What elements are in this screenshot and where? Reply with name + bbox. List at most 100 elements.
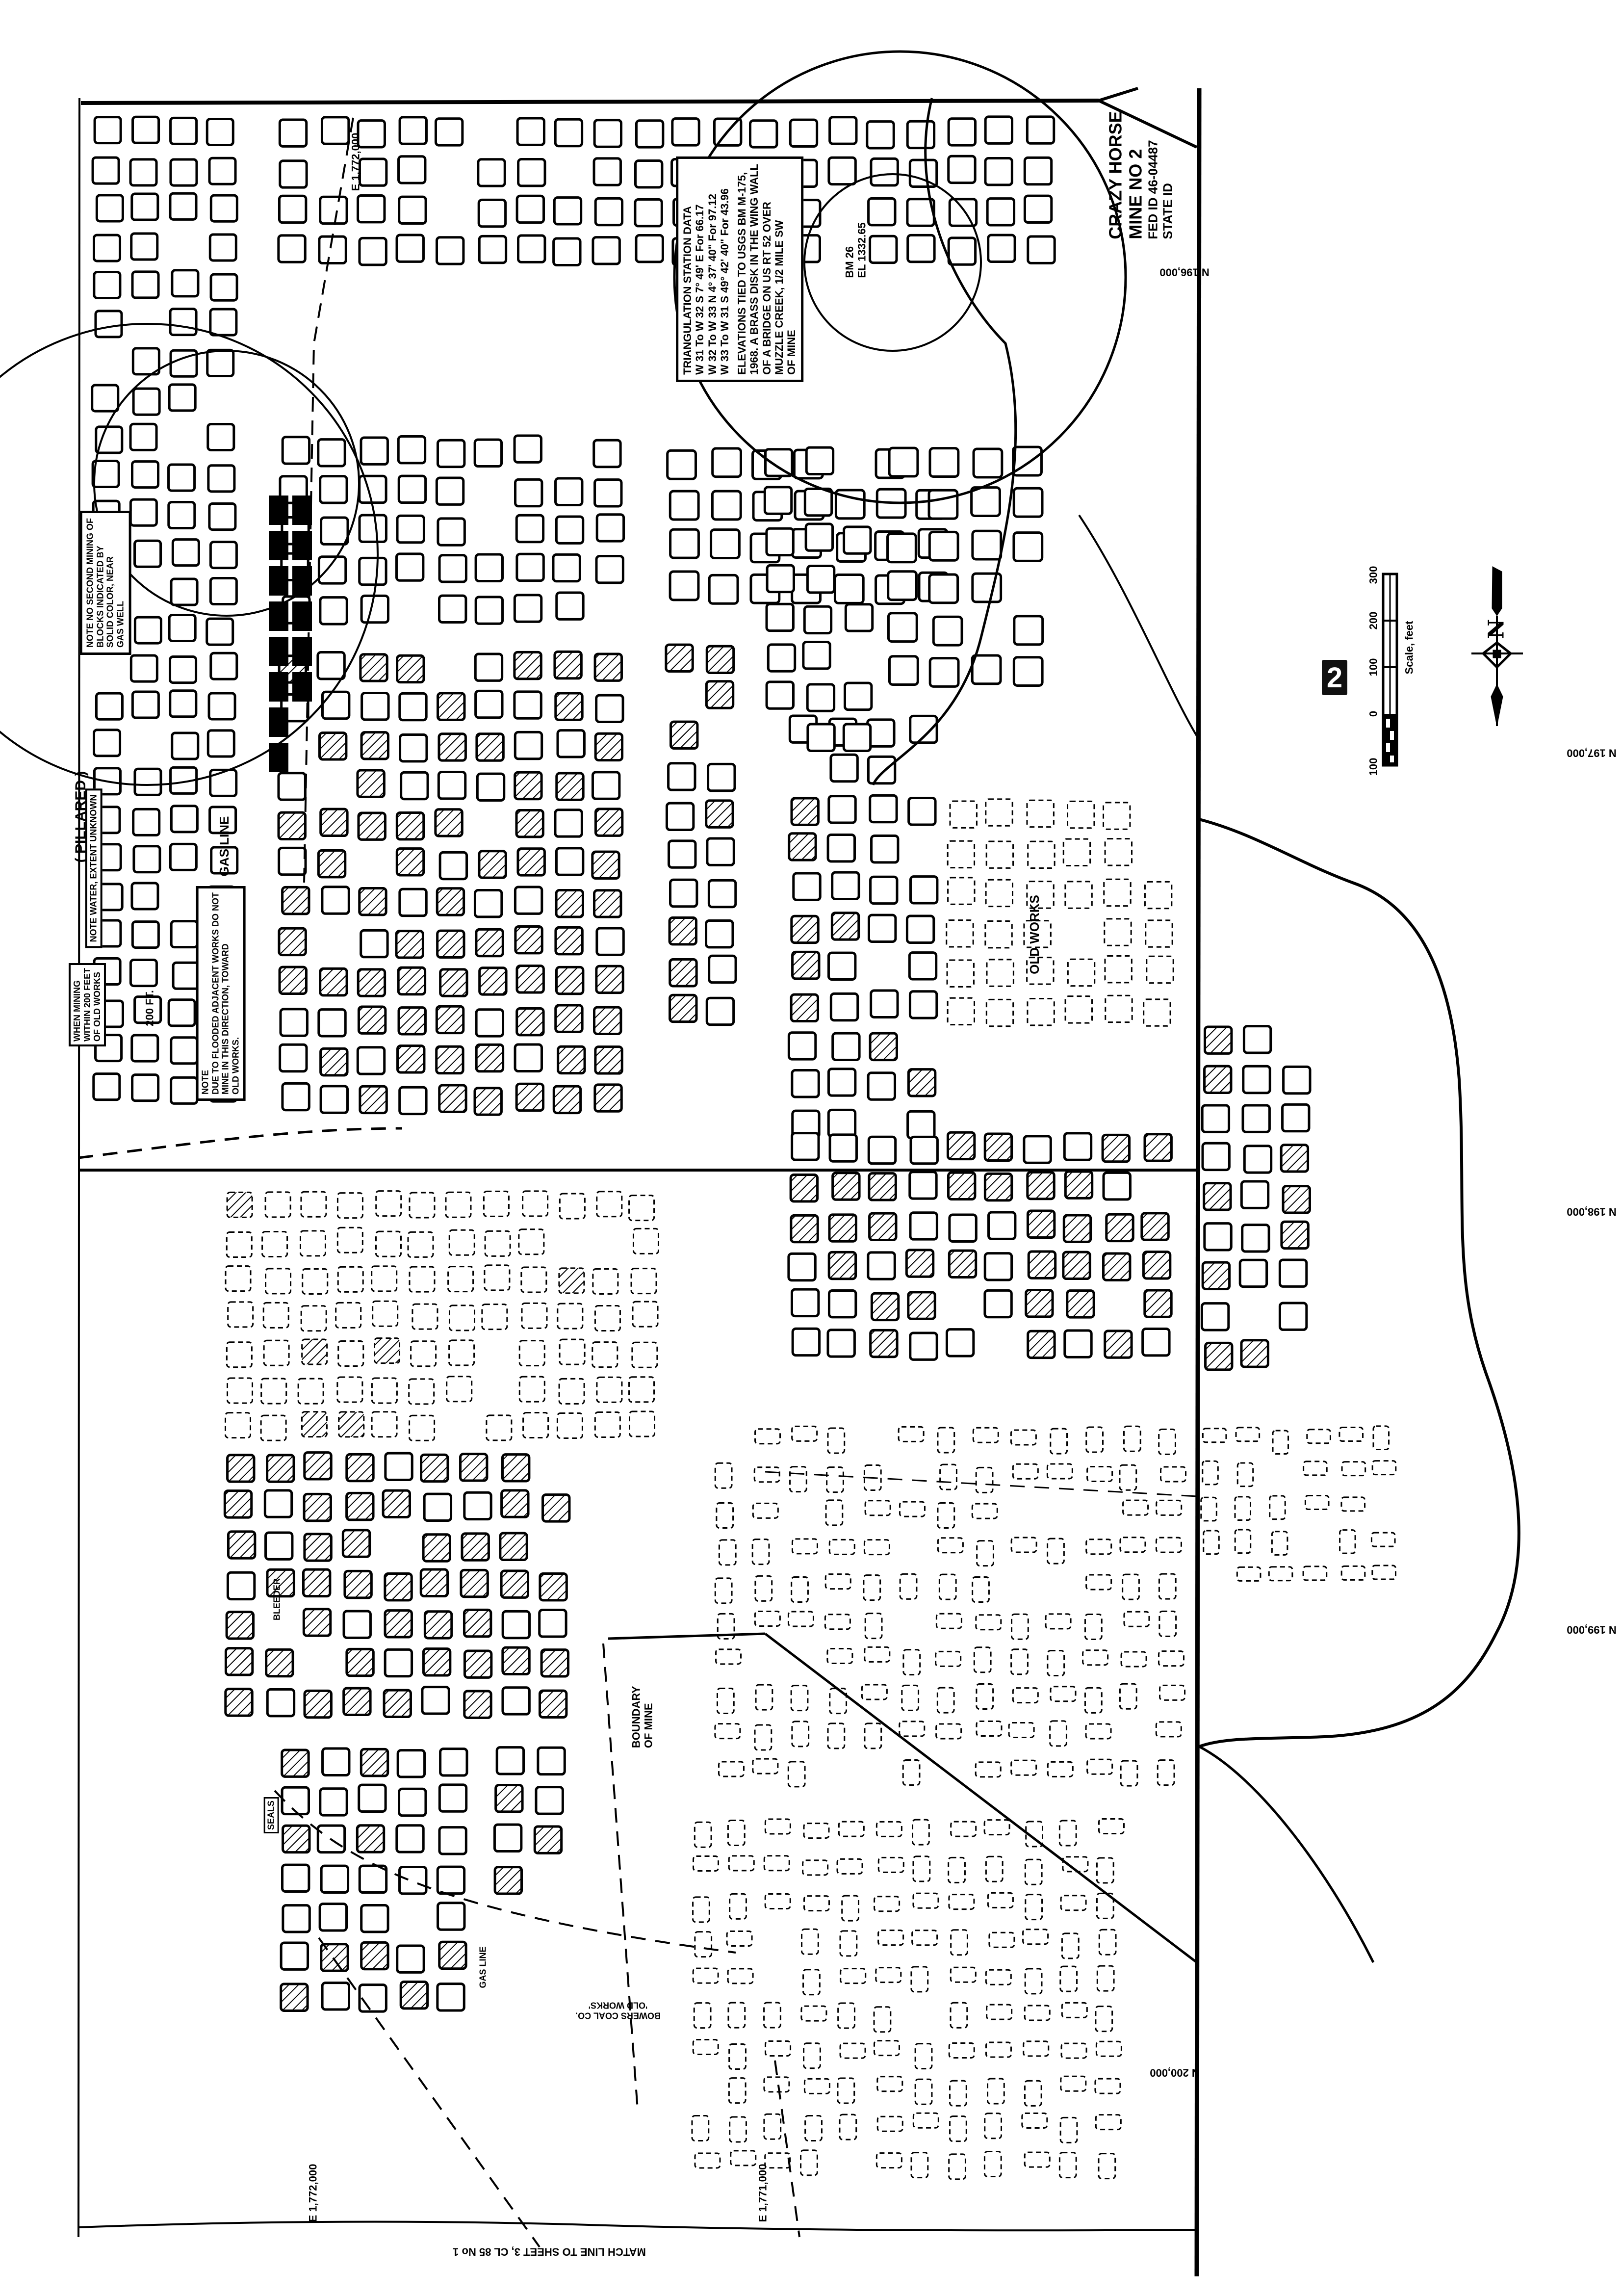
coal-pillar [1025, 1894, 1043, 1921]
coal-pillar [766, 564, 795, 594]
coal-pillar [360, 691, 390, 721]
coal-pillar [345, 1453, 375, 1483]
coal-pillar [946, 959, 975, 988]
coal-pillar [948, 2153, 966, 2180]
elevation-note-line: 1968. A BRASS DISK IN THE WING WALL [748, 164, 761, 375]
coal-pillar [827, 1068, 857, 1097]
coal-pillar [1023, 1135, 1052, 1164]
coal-pillar [789, 1173, 819, 1203]
coal-pillar [95, 194, 124, 223]
coal-pillar [321, 1982, 351, 2011]
coal-pillar [300, 1191, 327, 1218]
coal-pillar [666, 449, 697, 480]
coal-pillar [1027, 997, 1055, 1026]
coal-pillar [1084, 1687, 1103, 1714]
coal-pillar [874, 1896, 901, 1912]
north-arrow-icon [1471, 566, 1523, 727]
coal-pillar [826, 1329, 856, 1358]
coal-pillar [694, 1931, 713, 1958]
coal-pillar [1104, 1330, 1133, 1359]
coal-pillar [374, 1337, 401, 1364]
coal-pillar [864, 1722, 882, 1749]
coal-pillar [1120, 1760, 1138, 1787]
coal-pillar [727, 2002, 746, 2029]
coal-pillar [972, 1576, 990, 1603]
coal-pillar [668, 839, 697, 869]
coal-pillar [555, 772, 585, 801]
coal-pillar [435, 1045, 464, 1075]
coal-pillar [225, 1265, 252, 1292]
coal-pillar [437, 692, 466, 721]
coal-pillar [1098, 1929, 1117, 1956]
coal-pillar [1302, 1565, 1328, 1581]
coal-pillar [752, 1502, 779, 1519]
coal-pillar [1280, 1144, 1310, 1173]
coal-pillar [1240, 1180, 1270, 1209]
coal-pillar [826, 1466, 844, 1493]
coal-pillar [459, 1453, 489, 1482]
coal-pillar [691, 2114, 710, 2141]
coal-pillar [260, 1378, 287, 1405]
coal-pillar [1022, 1929, 1049, 1945]
coal-pillar [1085, 1574, 1112, 1591]
coal-pillar [790, 797, 820, 826]
coal-pillar [1242, 1025, 1272, 1054]
coal-pillar [130, 232, 159, 261]
coal-pillar [360, 1941, 389, 1971]
coal-pillar [514, 731, 543, 760]
coal-pillar [1103, 878, 1132, 907]
coal-pillar [937, 1427, 955, 1454]
coal-pillar [209, 768, 238, 797]
coal-pillar [1095, 2006, 1113, 2033]
coal-pillar [827, 1722, 846, 1749]
coord-n198000: N 198,000 [1567, 1205, 1617, 1218]
coal-pillar [935, 1650, 962, 1667]
coal-pillar [1060, 1895, 1087, 1911]
coal-pillar [829, 992, 859, 1022]
coal-pillar [1024, 1858, 1043, 1885]
coal-pillar [279, 159, 308, 189]
coal-pillar [765, 2040, 792, 2057]
coal-pillar [321, 1747, 351, 1776]
coal-pillar [727, 1819, 746, 1846]
coal-pillar [522, 1411, 549, 1438]
coal-pillar [1156, 1499, 1183, 1516]
coal-pillar [634, 159, 664, 189]
coal-pillar [844, 603, 874, 632]
coal-pillar [909, 1135, 939, 1165]
coal-pillar [764, 448, 794, 477]
coal-pillar [873, 2040, 900, 2057]
coal-pillar [206, 617, 234, 646]
coal-pillar [1095, 2040, 1122, 2057]
coal-pillar [514, 925, 543, 955]
coal-pillar [1025, 1288, 1054, 1318]
coal-pillar [824, 1614, 851, 1630]
coal-pillar [518, 1376, 545, 1403]
coal-pillar [131, 270, 160, 299]
coal-pillar [975, 1466, 994, 1493]
coord-e1772000-bottom: E 1,772,000 [307, 2164, 319, 2222]
coal-pillar [130, 882, 159, 911]
coal-pillar [718, 1761, 745, 1777]
note-line: OLD WORKS. [231, 1037, 241, 1095]
coal-pillar [1235, 1427, 1261, 1442]
coal-pillar [398, 195, 427, 225]
coal-pillar [975, 1614, 1002, 1631]
coal-pillar [950, 1821, 977, 1837]
coal-pillar [436, 929, 465, 959]
solid-block [292, 672, 312, 702]
coal-pillar [707, 879, 737, 909]
coal-pillar [754, 1428, 781, 1445]
coal-pillar [1272, 1430, 1289, 1455]
coal-pillar [867, 1071, 897, 1101]
coal-pillar [436, 1983, 465, 2012]
coal-pillar [206, 729, 235, 758]
coal-pillar [1049, 1720, 1067, 1747]
coal-pillar [277, 234, 307, 263]
coal-pillar [1012, 1687, 1039, 1704]
coal-pillar [493, 1823, 523, 1853]
boundary-of-mine-label: BOUNDARY OF MINE [630, 1686, 655, 1748]
coal-pillar [439, 968, 468, 997]
benchmark-elevation: EL 1332.65 [856, 222, 868, 278]
coal-pillar [170, 577, 199, 606]
